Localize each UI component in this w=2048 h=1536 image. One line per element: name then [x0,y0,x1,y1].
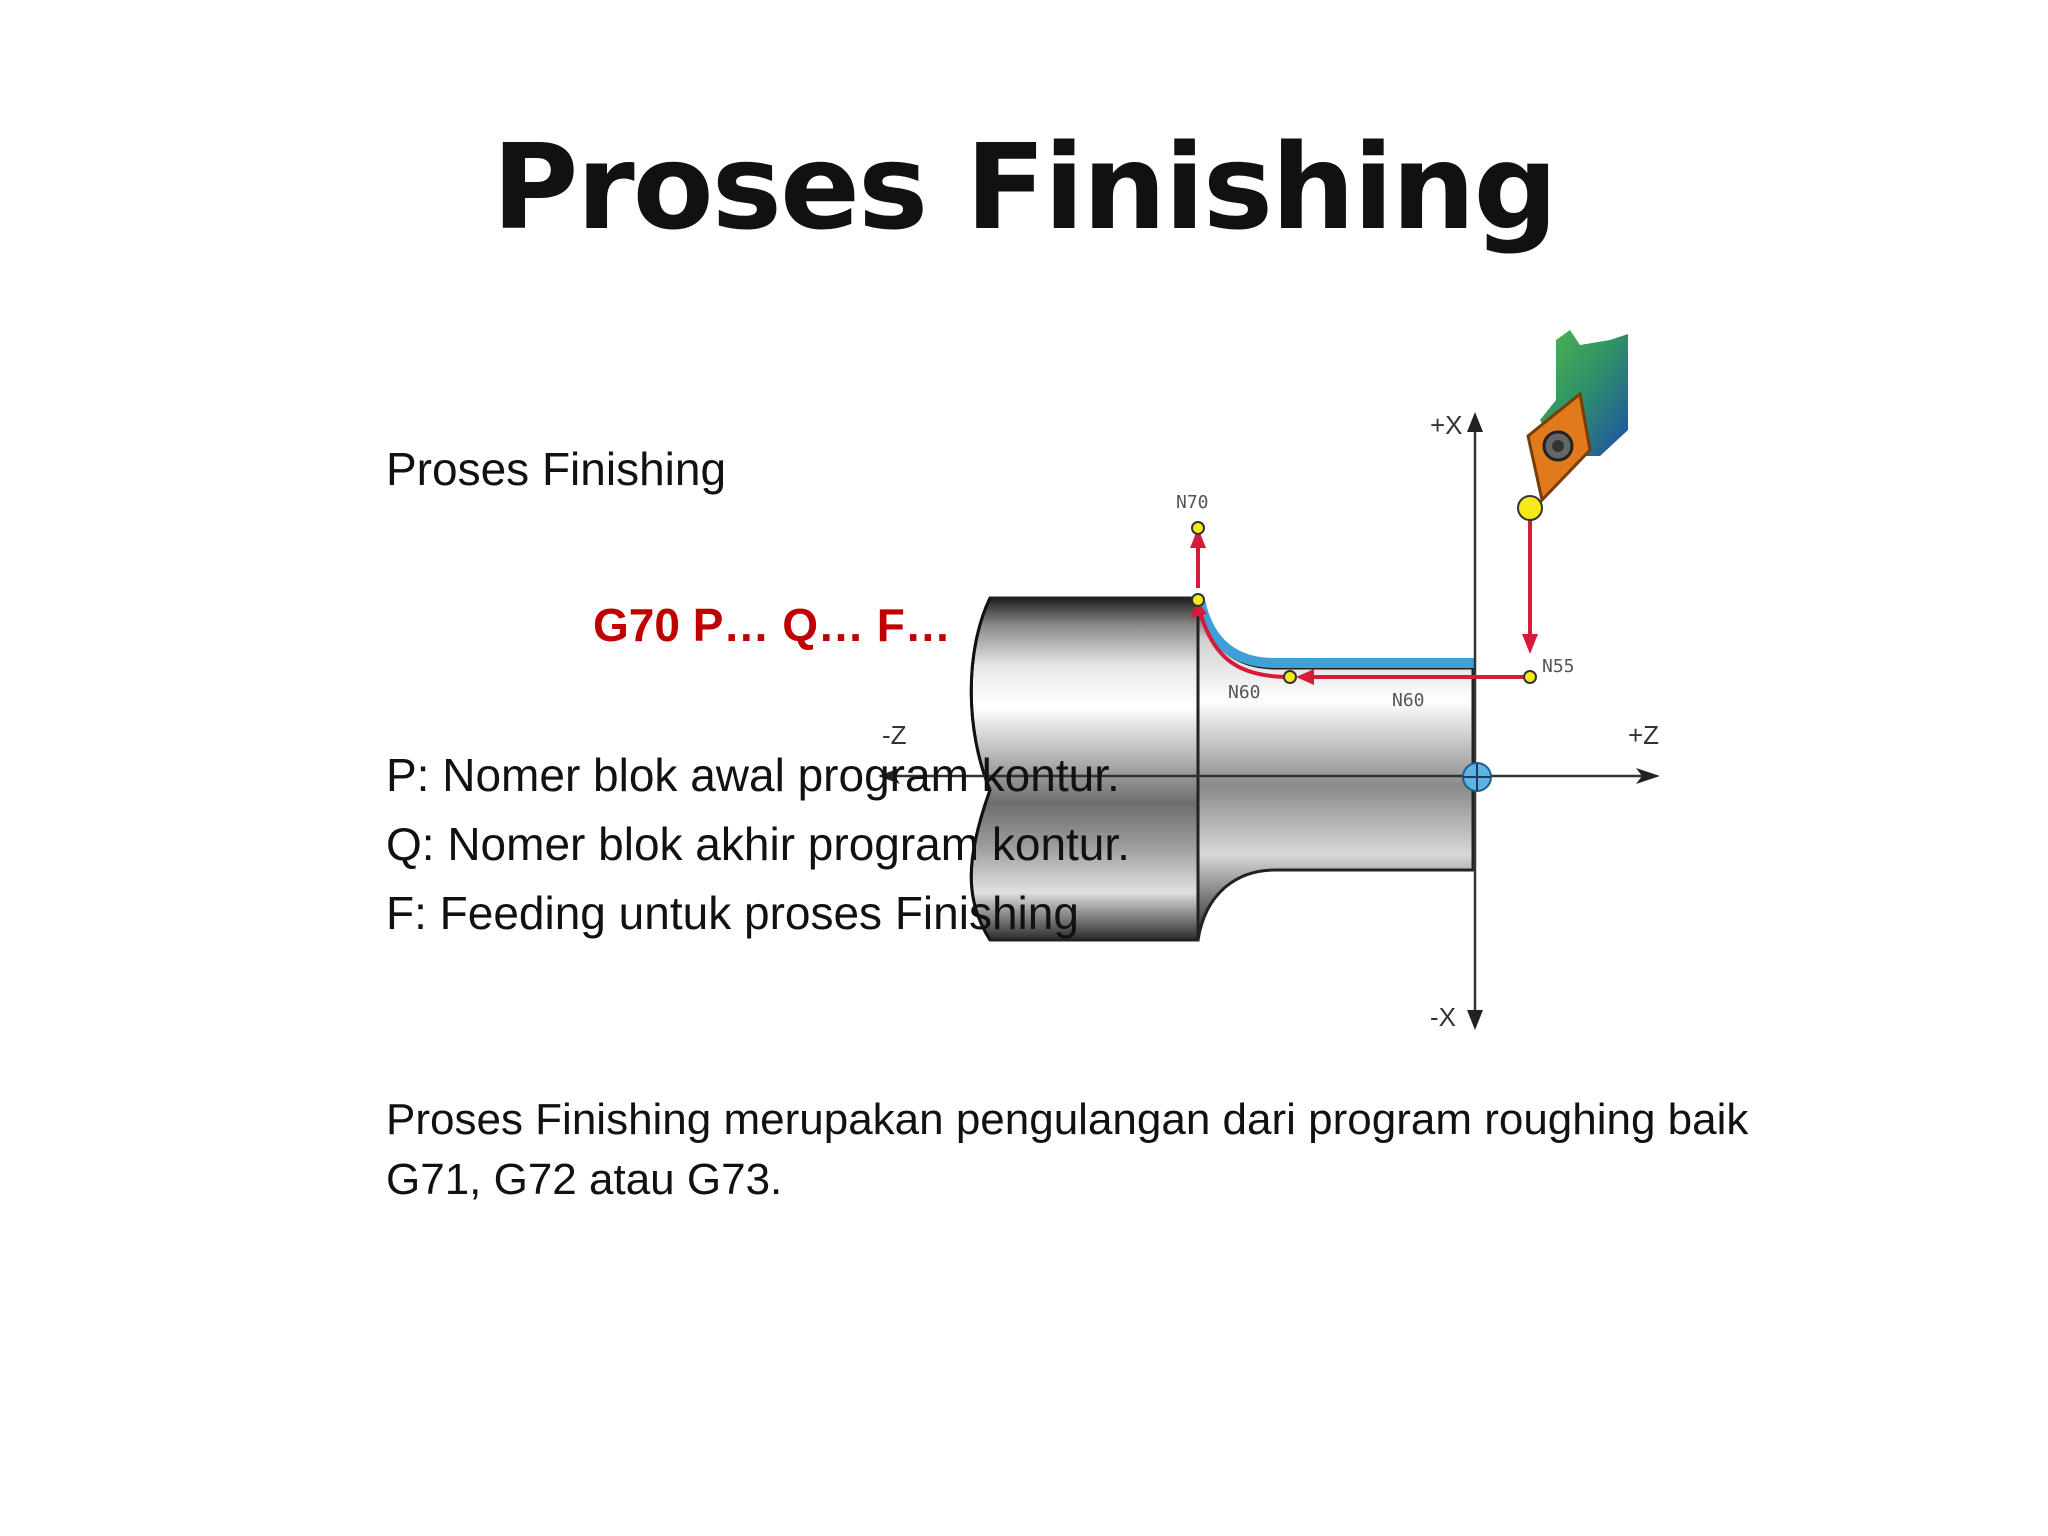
workpiece [969,596,1475,942]
definition-q: Q: Nomer blok akhir program kontur. [386,818,1130,870]
axis-label-plus-z: +Z [1628,720,1659,750]
definition-p: P: Nomer blok awal program kontur. [386,749,1120,801]
subtitle: Proses Finishing [386,443,727,495]
point-n70 [1191,521,1205,535]
point-start-contour [1191,593,1205,607]
point-n55 [1523,670,1537,684]
label-n60-right: N60 [1392,690,1425,711]
origin-marker [1462,762,1492,792]
description-paragraph: Proses Finishing merupakan pengulangan d… [386,1095,1749,1204]
axes [878,412,1660,1030]
tool-path [1196,500,1532,679]
workpiece-break-edge [969,597,992,941]
slide-title: Proses Finishing [492,118,1558,256]
tool-path-arrowheads [1190,528,1538,685]
finish-contour [1195,598,1475,668]
lathe-finishing-diagram: +X -X +Z -Z N70 N55 N60 N60 [878,330,1660,1032]
label-n60-left: N60 [1228,682,1261,703]
workpiece-small-section [1196,597,1475,941]
cutting-tool [1526,330,1628,504]
axis-label-plus-x: +X [1430,410,1463,440]
axis-label-minus-z: -Z [882,720,907,750]
definition-f: F: Feeding untuk proses Finishing [386,887,1079,939]
label-n70: N70 [1176,492,1209,513]
point-n60 [1283,670,1297,684]
label-n55: N55 [1542,656,1575,677]
block-points [1191,495,1543,684]
g70-command: G70 P… Q… F… [593,599,951,651]
axis-label-minus-x: -X [1430,1002,1456,1032]
point-tool-tip [1517,495,1543,521]
